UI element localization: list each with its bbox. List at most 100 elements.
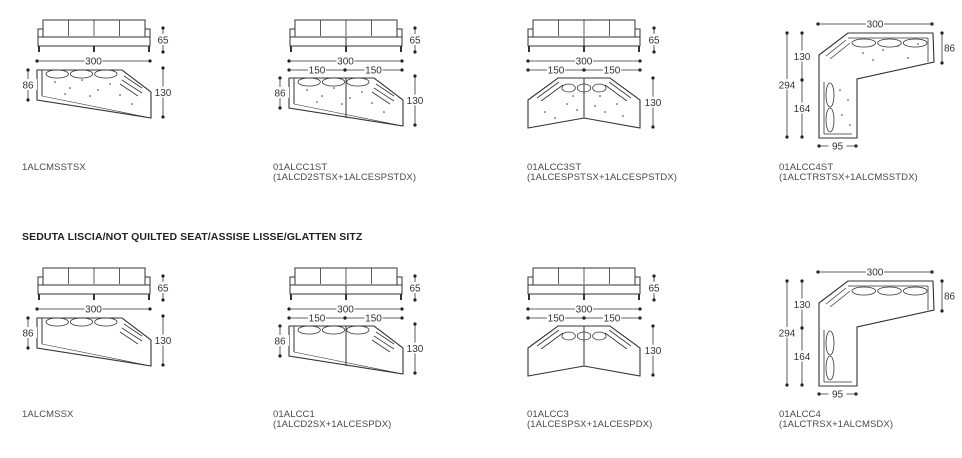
- dimension-label: 130: [645, 98, 662, 109]
- dimension-endpoint: [930, 270, 934, 274]
- outline: [41, 95, 152, 119]
- dimension-endpoint: [816, 22, 820, 26]
- dimension-endpoint: [785, 279, 789, 283]
- dimension-label: 150: [365, 66, 382, 77]
- quilting-dot: [321, 95, 323, 97]
- product-composition: (1ALCESPSTSX+1ALCESPSTDX): [527, 172, 678, 183]
- dimension-endpoint: [817, 392, 821, 396]
- dimension-endpoint: [651, 125, 655, 129]
- label-bg: [84, 304, 103, 314]
- dimension-label: 300: [576, 57, 593, 68]
- dimension-endpoint: [161, 314, 165, 318]
- dimension-endpoint: [800, 383, 804, 387]
- product-composition: (1ALCD2SX+1ALCESPDX): [273, 419, 392, 430]
- quilting-dot: [371, 102, 373, 104]
- product-composition: (1ALCTRSTSX+1ALCMSSTDX): [779, 172, 918, 183]
- quilting-dot: [131, 103, 133, 105]
- seat-cushion: [825, 330, 835, 356]
- dimension-endpoint: [940, 309, 944, 313]
- dimension-label: 65: [157, 36, 169, 47]
- armrest: [289, 28, 296, 38]
- top-view: [36, 317, 152, 367]
- seat-cushion: [297, 77, 321, 87]
- product-label: 01ALCC4ST(1ALCTRSTSX+1ALCMSSTDX): [779, 163, 918, 183]
- label-bg: [644, 344, 662, 356]
- quilting-dot: [622, 115, 624, 117]
- seat-cushion: [321, 325, 346, 335]
- quilting-dot: [341, 103, 343, 105]
- arm-cushion: [119, 323, 143, 345]
- dimension-label: 65: [409, 36, 421, 47]
- seat-cushion: [576, 331, 592, 341]
- dimension-endpoint: [287, 59, 291, 63]
- dimension-label: 130: [407, 96, 424, 107]
- section-heading: SEDUTA LISCIA/NOT QUILTED SEAT/ASSISE LI…: [22, 231, 363, 243]
- armrest: [634, 276, 641, 286]
- dimension-endpoint: [638, 68, 642, 72]
- top-view: [818, 32, 935, 139]
- quilting-dot: [907, 57, 909, 59]
- quilting-dot: [97, 89, 99, 91]
- quilting-dot: [872, 59, 874, 61]
- top-view: [36, 69, 152, 119]
- seat-cushion: [346, 77, 370, 87]
- label-bg: [336, 304, 355, 314]
- dimension-endpoint: [413, 26, 417, 30]
- seat-cushion: [297, 325, 321, 335]
- dimension-label: 294: [779, 329, 796, 340]
- quilting-dot: [554, 117, 556, 119]
- quilting-dot: [604, 111, 606, 113]
- label-bg: [793, 350, 811, 362]
- dimension-label: 300: [867, 20, 884, 31]
- dimension-endpoint: [651, 76, 655, 80]
- product-label: 01ALCC4(1ALCTRSX+1ALCMSDX): [779, 410, 893, 430]
- dimension-endpoint: [161, 363, 165, 367]
- label-bg: [19, 79, 37, 90]
- label-bg: [603, 65, 621, 75]
- product-code: 1ALCMSSTSX: [22, 162, 86, 173]
- dimension-endpoint: [582, 316, 586, 320]
- quilting-dot: [333, 87, 335, 89]
- quilting-dot: [599, 95, 601, 97]
- dimension-label: 130: [794, 300, 811, 311]
- seat-cushion: [561, 83, 576, 93]
- dimension-endpoint: [400, 59, 404, 63]
- product-label: 1ALCMSSX: [22, 410, 74, 420]
- armrest: [289, 276, 296, 286]
- dimension-endpoint: [785, 31, 789, 35]
- dimension-endpoint: [800, 78, 804, 82]
- dimension-endpoint: [800, 326, 804, 330]
- quilting-dot: [566, 103, 568, 105]
- armrest: [144, 28, 151, 38]
- arm-cushion: [825, 287, 851, 308]
- seat-cushion: [592, 331, 607, 341]
- dimension-label: 86: [944, 44, 956, 55]
- dimension-endpoint: [800, 31, 804, 35]
- dimension-endpoint: [652, 50, 656, 54]
- dimension-endpoint: [400, 316, 404, 320]
- label-bg: [828, 389, 847, 399]
- seat-cushion: [825, 355, 835, 381]
- dimension-label: 300: [85, 305, 102, 316]
- label-bg: [778, 79, 796, 90]
- quilting-dot: [316, 101, 318, 103]
- label-bg: [271, 335, 289, 346]
- seat-cushion: [94, 69, 118, 79]
- seat-cushion: [902, 286, 928, 296]
- dimension-label: 86: [274, 89, 286, 100]
- seat-cushion: [576, 83, 592, 93]
- dimension-endpoint: [287, 307, 291, 311]
- quilting-dot: [839, 89, 841, 91]
- dimension-endpoint: [930, 22, 934, 26]
- dimension-label: 130: [155, 88, 172, 99]
- product-label: 01ALCC3ST(1ALCESPSTSX+1ALCESPSTDX): [527, 163, 677, 183]
- seat-cushion: [592, 83, 607, 93]
- dimension-endpoint: [413, 298, 417, 302]
- dimension-label: 294: [779, 81, 796, 92]
- quilting-dot: [576, 109, 578, 111]
- quilting-dot: [594, 105, 596, 107]
- dimension-endpoint: [940, 61, 944, 65]
